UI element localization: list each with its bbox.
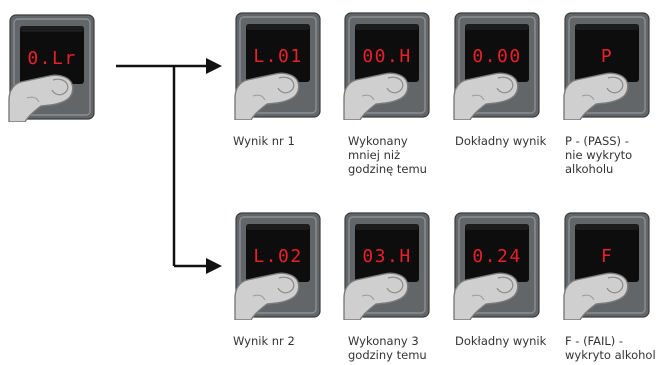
device-bezel-highlight — [458, 16, 536, 114]
thumbnail-icon — [277, 76, 295, 94]
caption-result-1: Wynik nr 1 — [233, 134, 325, 148]
device-status-2: F — [562, 212, 652, 320]
caption-line: godzinę temu — [348, 162, 427, 176]
caption-status-2: F - (FAIL) -wykryto alkohol — [565, 334, 657, 362]
device-screen — [355, 224, 419, 282]
caption-line: nie wykryto — [565, 148, 633, 162]
device-bezel-highlight — [458, 216, 536, 314]
caption-exact-2: Dokładny wynik — [455, 334, 547, 348]
device-status-1: P — [562, 12, 652, 120]
caption-line: Wykonany — [348, 134, 408, 148]
caption-line: wykryto alkohol — [565, 348, 656, 362]
thumbnail-icon — [386, 276, 404, 294]
device-screen-glare — [575, 24, 639, 30]
device-bezel-highlight — [348, 216, 426, 314]
device-screen-glare — [465, 224, 529, 230]
device-exact-1: 0.00 — [452, 12, 542, 120]
knuckle-line — [252, 294, 266, 301]
device-screen — [246, 24, 310, 82]
knuckle-line — [361, 94, 375, 101]
device-exact-2: 0.24 — [452, 212, 542, 320]
device-screen — [465, 24, 529, 82]
device-screen — [575, 24, 639, 82]
thumb-icon — [8, 74, 74, 122]
device-display-text: L.01 — [253, 46, 302, 67]
caption-result-2: Wynik nr 2 — [233, 334, 325, 348]
device-display-text: 0.00 — [472, 46, 521, 67]
device-display-text: 03.H — [362, 246, 411, 267]
device-bezel-highlight — [13, 18, 91, 116]
caption-line: P - (PASS) - — [565, 134, 629, 148]
device-bezel-highlight — [239, 16, 317, 114]
device-bezel-highlight — [348, 16, 426, 114]
thumb-icon — [563, 72, 629, 120]
device-time-1: 00.H — [342, 12, 432, 120]
device-screen-glare — [575, 224, 639, 230]
caption-line: godziny temu — [348, 348, 427, 362]
device-source: 0.Lr — [7, 14, 97, 122]
thumbnail-icon — [51, 78, 69, 96]
device-bezel-highlight — [568, 216, 646, 314]
knuckle-line — [581, 294, 595, 301]
device-bezel-highlight — [568, 16, 646, 114]
knuckle-line — [361, 294, 375, 301]
arrowhead-row2 — [206, 258, 222, 274]
device-screen — [465, 224, 529, 282]
device-display-text: 00.H — [362, 46, 411, 67]
knuckle-line — [26, 96, 40, 103]
device-screen — [355, 24, 419, 82]
caption-line: Wykonany 3 — [348, 334, 419, 348]
device-screen-glare — [355, 224, 419, 230]
device-screen — [20, 26, 84, 84]
caption-line: Wynik nr 2 — [233, 334, 295, 348]
device-screen — [575, 224, 639, 282]
caption-line: Wynik nr 1 — [233, 134, 295, 148]
thumb-icon — [343, 272, 409, 320]
device-display-text: F — [601, 246, 613, 267]
thumbnail-icon — [277, 276, 295, 294]
knuckle-line — [471, 294, 485, 301]
caption-exact-1: Dokładny wynik — [455, 134, 547, 148]
knuckle-line — [581, 94, 595, 101]
device-display-text: 0.Lr — [27, 48, 76, 69]
knuckle-line — [471, 94, 485, 101]
caption-line: Dokładny wynik — [455, 334, 547, 348]
device-time-2: 03.H — [342, 212, 432, 320]
device-display-text: P — [601, 46, 613, 67]
device-screen-glare — [465, 24, 529, 30]
caption-line: alkoholu — [565, 162, 614, 176]
thumbnail-icon — [496, 276, 514, 294]
device-display-text: 0.24 — [472, 246, 521, 267]
thumb-icon — [234, 272, 300, 320]
device-screen-glare — [355, 24, 419, 30]
thumb-icon — [453, 72, 519, 120]
device-screen-glare — [246, 224, 310, 230]
thumbnail-icon — [386, 76, 404, 94]
device-screen-glare — [246, 24, 310, 30]
device-display-text: L.02 — [253, 246, 302, 267]
device-screen — [246, 224, 310, 282]
caption-line: Dokładny wynik — [455, 134, 547, 148]
thumbnail-icon — [606, 276, 624, 294]
thumb-icon — [234, 72, 300, 120]
device-result-2: L.02 — [233, 212, 323, 320]
device-bezel-highlight — [239, 216, 317, 314]
arrowhead-row1 — [206, 58, 222, 74]
thumb-icon — [563, 272, 629, 320]
caption-line: mniej niż — [348, 148, 401, 162]
knuckle-line — [252, 94, 266, 101]
caption-line: F - (FAIL) - — [565, 334, 624, 348]
thumbnail-icon — [606, 76, 624, 94]
thumb-icon — [343, 72, 409, 120]
device-screen-glare — [20, 26, 84, 32]
device-result-1: L.01 — [233, 12, 323, 120]
thumbnail-icon — [496, 76, 514, 94]
thumb-icon — [453, 272, 519, 320]
